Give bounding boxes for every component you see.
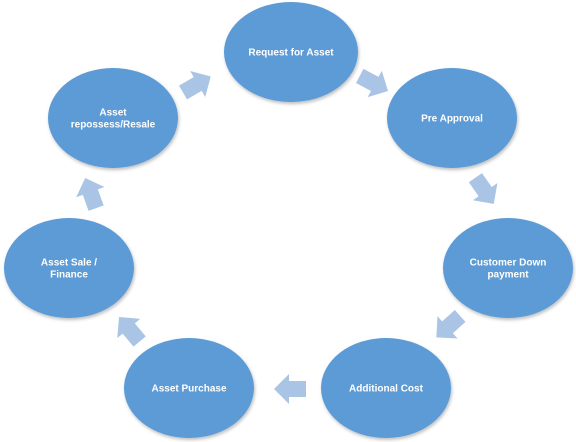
node-asset-sale-finance: Asset Sale /Finance xyxy=(4,218,134,318)
node-circle xyxy=(321,338,451,438)
flow-arrow-icon xyxy=(76,178,105,211)
node-request-for-asset: Request for Asset xyxy=(224,2,358,102)
node-label: Request for Asset xyxy=(248,48,334,59)
node-label: payment xyxy=(487,270,529,281)
node-circle xyxy=(4,218,134,318)
flow-arrow-icon xyxy=(179,71,211,100)
node-circle xyxy=(224,2,358,102)
node-circle xyxy=(124,338,254,438)
node-circle xyxy=(48,68,178,168)
flow-arrow-icon xyxy=(356,68,389,98)
flow-arrow-icon xyxy=(117,316,146,347)
cycle-arrows xyxy=(76,68,498,404)
node-circle xyxy=(443,218,573,318)
node-label: Asset Purchase xyxy=(151,384,226,395)
flow-arrow-icon xyxy=(274,374,306,404)
node-pre-approval: Pre Approval xyxy=(387,68,517,168)
flow-arrow-icon xyxy=(468,173,498,204)
node-label: Additional Cost xyxy=(349,384,424,395)
node-circle xyxy=(387,68,517,168)
node-label: Pre Approval xyxy=(421,114,483,125)
node-label: repossess/Resale xyxy=(71,120,156,131)
flow-arrow-icon xyxy=(436,310,466,339)
node-additional-cost: Additional Cost xyxy=(321,338,451,438)
node-asset-purchase: Asset Purchase xyxy=(124,338,254,438)
node-label: Asset Sale / xyxy=(41,258,97,269)
node-label: Asset xyxy=(99,108,127,119)
node-label: Finance xyxy=(50,270,88,281)
node-label: Customer Down xyxy=(470,258,547,269)
